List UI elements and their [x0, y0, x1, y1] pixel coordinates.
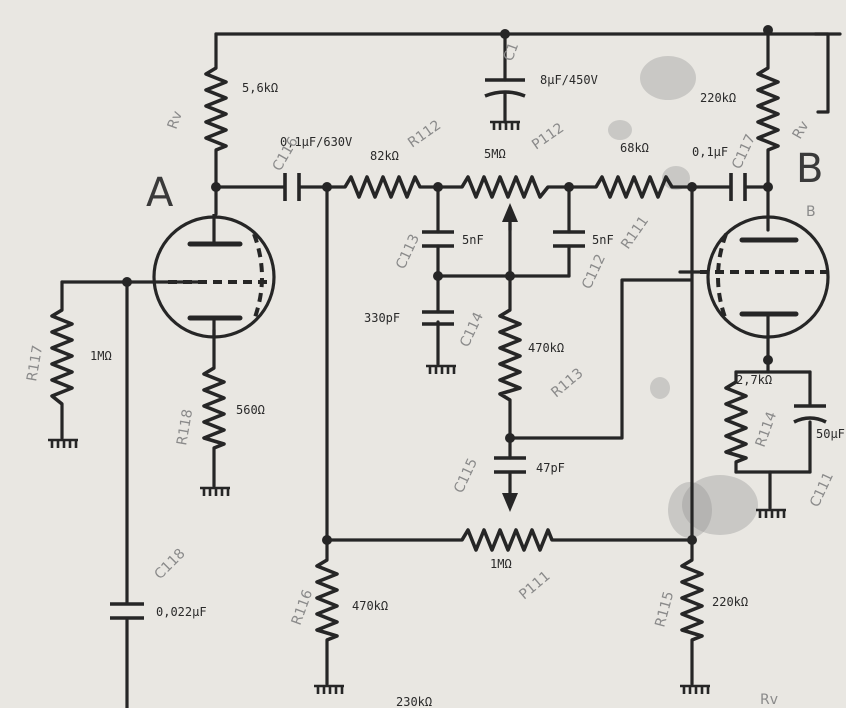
resistor-82k	[343, 175, 422, 199]
label-5nf-left: 5nF	[462, 233, 484, 247]
label-5k6: 5,6kΩ	[242, 81, 278, 95]
stain	[682, 475, 758, 535]
designator-r113: R113	[548, 365, 586, 401]
designator-rv-right: Rv	[790, 118, 813, 142]
resistor-470k-mid	[498, 308, 522, 402]
designator-r111: R111	[618, 213, 652, 252]
designator-c118: C118	[152, 546, 189, 583]
resistor-470k-bottom	[315, 558, 339, 642]
arrow-down-icon	[502, 493, 518, 512]
label-470k-bottom: 470kΩ	[352, 599, 388, 613]
designator-bottom-right: Rv	[760, 692, 778, 708]
ground-icon	[680, 684, 710, 694]
designator-c1: C1	[501, 40, 522, 63]
stain	[608, 120, 632, 140]
resistor-1m-grid	[50, 308, 74, 406]
designator-c112: C112	[579, 252, 609, 292]
label-470k-mid: 470kΩ	[528, 341, 564, 355]
designator-c116: C116	[270, 134, 302, 174]
ground-icon	[756, 508, 786, 518]
label-5nf-right: 5nF	[592, 233, 614, 247]
stain	[650, 377, 670, 399]
designator-c115: C115	[451, 456, 481, 496]
label-0-022uf: 0,022µF	[156, 605, 207, 619]
wiper-arrows	[502, 203, 518, 512]
tube-right	[700, 215, 830, 339]
value-labels: 5,6kΩ 0,1µF/630V 82kΩ 5MΩ 68kΩ 0,1µF 220…	[90, 73, 845, 708]
designator-b-tube: B	[806, 204, 816, 220]
grounds	[48, 120, 786, 694]
resistor-2k7	[724, 380, 748, 464]
label-47pf: 47pF	[536, 461, 565, 475]
label-0-1uf: 0,1µF	[692, 145, 728, 159]
stain	[640, 56, 696, 100]
label-5m: 5MΩ	[484, 147, 506, 161]
resistor-5k6	[204, 66, 228, 152]
arrow-up-icon	[502, 203, 518, 222]
resistor-220k-bottom	[680, 558, 704, 642]
junctions	[122, 25, 773, 545]
resistor-560	[202, 366, 226, 450]
label-1m-pot: 1MΩ	[490, 557, 512, 571]
label-560: 560Ω	[236, 403, 265, 417]
ground-icon	[48, 438, 78, 448]
designator-rv-left: Rv	[165, 109, 186, 131]
designator-r118: R118	[174, 408, 196, 447]
designator-r114: R114	[753, 410, 781, 450]
designator-p112: P112	[529, 120, 567, 153]
ground-icon	[426, 364, 456, 374]
tube-left	[152, 214, 276, 339]
designator-p111: P111	[516, 568, 553, 603]
potentiometer-5m	[460, 175, 550, 199]
node-b-label: B	[796, 146, 823, 192]
label-bottom-partial: 230kΩ	[396, 695, 432, 708]
ground-icon	[490, 120, 520, 130]
label-82k: 82kΩ	[370, 149, 399, 163]
designator-c114: C114	[457, 310, 487, 350]
label-8uf-450v: 8µF/450V	[540, 73, 598, 87]
node-a-label: A	[146, 170, 174, 216]
designator-r115: R115	[652, 590, 677, 629]
ground-icon	[314, 684, 344, 694]
label-1m-grid: 1MΩ	[90, 349, 112, 363]
capacitors	[110, 78, 827, 620]
designator-c117: C117	[729, 132, 759, 172]
potentiometer-1m	[460, 528, 554, 552]
designator-r112: R112	[405, 117, 444, 151]
resistor-220k	[756, 66, 780, 152]
label-330pf: 330pF	[364, 311, 400, 325]
designator-r116: R116	[289, 588, 317, 628]
label-2k7: 2,7kΩ	[736, 373, 772, 387]
label-220k: 220kΩ	[700, 91, 736, 105]
designator-c111: C111	[807, 470, 837, 510]
label-50uf: 50µF	[816, 427, 845, 441]
label-220k-bottom: 220kΩ	[712, 595, 748, 609]
label-68k: 68kΩ	[620, 141, 649, 155]
stain	[668, 482, 712, 538]
label-0-1uf-630v: 0,1µF/630V	[280, 135, 352, 149]
designator-c113: C113	[393, 232, 423, 272]
resistor-68k	[594, 175, 674, 199]
designator-r117: R117	[24, 344, 46, 383]
ground-icon	[200, 486, 230, 496]
resistors	[50, 66, 780, 642]
